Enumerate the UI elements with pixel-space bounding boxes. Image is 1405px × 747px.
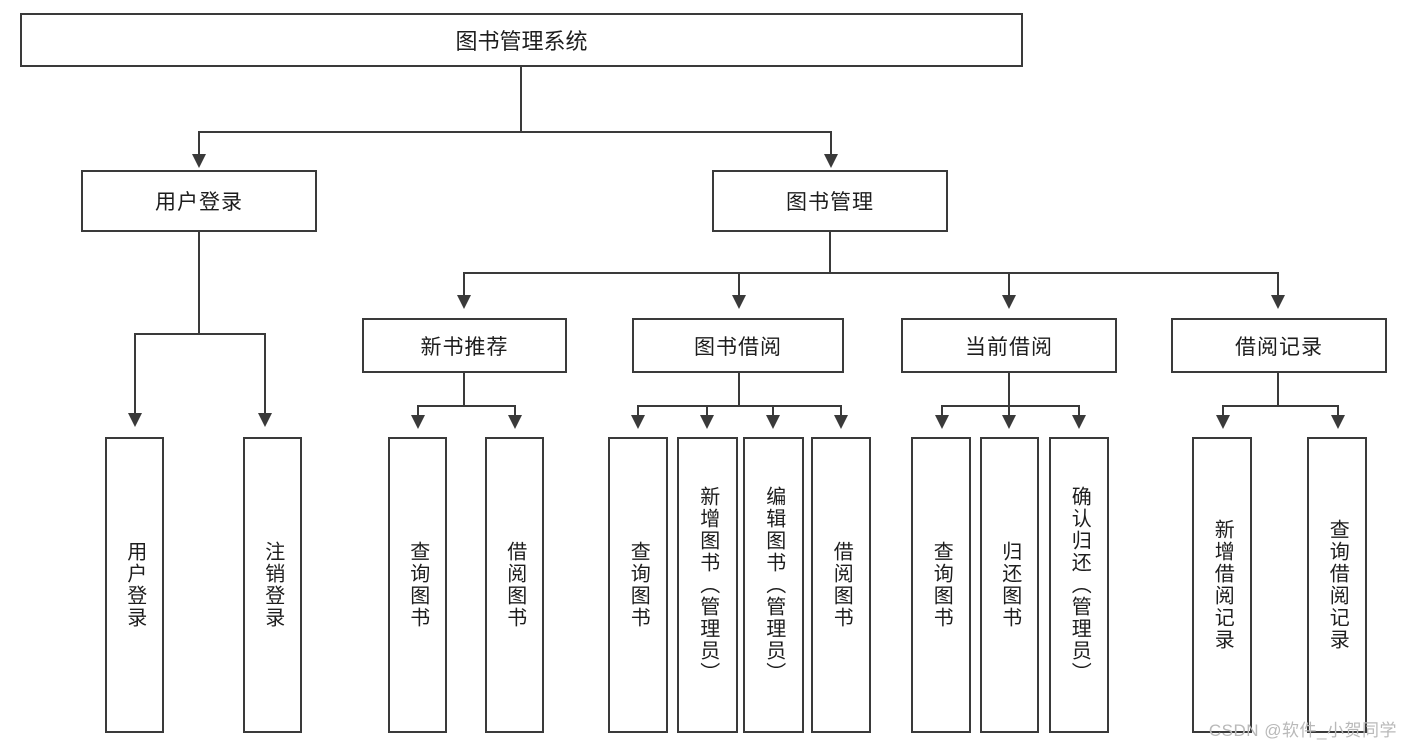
- arrow-borrow-record-leaf1: [1216, 415, 1230, 429]
- leaf-current-borrow-confirm-return-admin[interactable]: 确认归还（管理员）: [1049, 437, 1109, 733]
- connector-new-book-bar: [417, 405, 516, 407]
- connector-current-borrow-leaf2: [1008, 405, 1010, 417]
- node-book-management[interactable]: 图书管理: [712, 170, 948, 232]
- node-label: 新书推荐: [420, 335, 509, 359]
- node-current-borrow[interactable]: 当前借阅: [901, 318, 1117, 373]
- connector-root-to-user-login: [198, 131, 200, 156]
- connector-root-stem: [520, 67, 522, 132]
- leaf-user-login-logout[interactable]: 注销登录: [243, 437, 302, 733]
- leaf-label: 确认归还（管理员）: [1068, 486, 1091, 684]
- leaf-label: 编辑图书（管理员）: [762, 486, 785, 684]
- leaf-label: 归还图书: [998, 541, 1021, 629]
- arrow-user-login-leaf2: [258, 413, 272, 427]
- arrow-borrow-record-leaf2: [1331, 415, 1345, 429]
- leaf-label: 查询图书: [930, 541, 953, 629]
- arrow-root-to-book-management: [824, 154, 838, 168]
- connector-user-login-bar: [134, 333, 266, 335]
- connector-new-book-leaf2: [514, 405, 516, 417]
- leaf-book-borrow-add-book-admin[interactable]: 新增图书（管理员）: [677, 437, 738, 733]
- node-label: 图书管理系统: [455, 29, 588, 54]
- leaf-new-book-query-book[interactable]: 查询图书: [388, 437, 447, 733]
- leaf-label: 新增借阅记录: [1211, 519, 1234, 651]
- leaf-user-login-login[interactable]: 用户登录: [105, 437, 164, 733]
- node-label: 借阅记录: [1235, 335, 1323, 359]
- arrow-bm-to-book-borrow: [732, 295, 746, 309]
- arrow-book-borrow-leaf2: [700, 415, 714, 429]
- connector-borrow-record-bar: [1222, 405, 1339, 407]
- connector-book-borrow-leaf2: [706, 405, 708, 417]
- node-label: 图书管理: [786, 191, 874, 214]
- leaf-label: 借阅图书: [503, 541, 526, 629]
- node-label: 图书借阅: [694, 335, 782, 359]
- connector-current-borrow-bar: [941, 405, 1080, 407]
- connector-new-book-stem: [463, 373, 465, 406]
- arrow-book-borrow-leaf1: [631, 415, 645, 429]
- node-new-book-recommend[interactable]: 新书推荐: [362, 318, 567, 373]
- arrow-current-borrow-leaf2: [1002, 415, 1016, 429]
- connector-bm-to-new-book: [463, 272, 465, 297]
- node-label: 当前借阅: [965, 335, 1053, 359]
- node-borrow-record[interactable]: 借阅记录: [1171, 318, 1387, 373]
- connector-book-borrow-leaf1: [637, 405, 639, 417]
- connector-book-borrow-stem: [738, 373, 740, 406]
- leaf-current-borrow-query-book[interactable]: 查询图书: [911, 437, 971, 733]
- leaf-borrow-record-add-record[interactable]: 新增借阅记录: [1192, 437, 1252, 733]
- leaf-book-borrow-edit-book-admin[interactable]: 编辑图书（管理员）: [743, 437, 804, 733]
- leaf-label: 用户登录: [123, 541, 146, 629]
- leaf-label: 查询借阅记录: [1326, 519, 1349, 651]
- node-root-book-management-system[interactable]: 图书管理系统: [20, 13, 1023, 67]
- arrow-bm-to-new-book: [457, 295, 471, 309]
- arrow-new-book-leaf2: [508, 415, 522, 429]
- connector-new-book-leaf1: [417, 405, 419, 417]
- connector-borrow-record-stem: [1277, 373, 1279, 406]
- connector-root-bar: [198, 131, 832, 133]
- leaf-new-book-borrow-book[interactable]: 借阅图书: [485, 437, 544, 733]
- connector-user-login-stem: [198, 232, 200, 334]
- connector-borrow-record-leaf1: [1222, 405, 1224, 417]
- connector-root-to-book-management: [830, 131, 832, 156]
- arrow-root-to-user-login: [192, 154, 206, 168]
- leaf-label: 借阅图书: [830, 541, 853, 629]
- leaf-book-borrow-query-book[interactable]: 查询图书: [608, 437, 668, 733]
- connector-user-login-leaf2: [264, 333, 266, 415]
- leaf-label: 注销登录: [261, 541, 284, 629]
- arrow-current-borrow-leaf3: [1072, 415, 1086, 429]
- connector-book-management-stem: [829, 232, 831, 273]
- connector-bm-to-book-borrow: [738, 272, 740, 297]
- leaf-label: 查询图书: [406, 541, 429, 629]
- node-book-borrow[interactable]: 图书借阅: [632, 318, 844, 373]
- arrow-book-borrow-leaf4: [834, 415, 848, 429]
- arrow-current-borrow-leaf1: [935, 415, 949, 429]
- connector-bm-to-borrow-record: [1277, 272, 1279, 297]
- connector-current-borrow-leaf3: [1078, 405, 1080, 417]
- arrow-user-login-leaf1: [128, 413, 142, 427]
- connector-book-borrow-bar: [637, 405, 841, 407]
- connector-bm-to-current-borrow: [1008, 272, 1010, 297]
- leaf-book-borrow-borrow-book[interactable]: 借阅图书: [811, 437, 871, 733]
- arrow-bm-to-current-borrow: [1002, 295, 1016, 309]
- leaf-current-borrow-return-book[interactable]: 归还图书: [980, 437, 1039, 733]
- leaf-borrow-record-query-record[interactable]: 查询借阅记录: [1307, 437, 1367, 733]
- node-user-login[interactable]: 用户登录: [81, 170, 317, 232]
- connector-book-borrow-leaf4: [840, 405, 842, 417]
- connector-book-borrow-leaf3: [772, 405, 774, 417]
- connector-current-borrow-stem: [1008, 373, 1010, 406]
- leaf-label: 查询图书: [627, 541, 650, 629]
- connector-current-borrow-leaf1: [941, 405, 943, 417]
- connector-user-login-leaf1: [134, 333, 136, 415]
- connector-book-management-bar: [463, 272, 1278, 274]
- leaf-label: 新增图书（管理员）: [696, 486, 719, 684]
- arrow-new-book-leaf1: [411, 415, 425, 429]
- connector-borrow-record-leaf2: [1337, 405, 1339, 417]
- arrow-book-borrow-leaf3: [766, 415, 780, 429]
- arrow-bm-to-borrow-record: [1271, 295, 1285, 309]
- node-label: 用户登录: [155, 191, 243, 214]
